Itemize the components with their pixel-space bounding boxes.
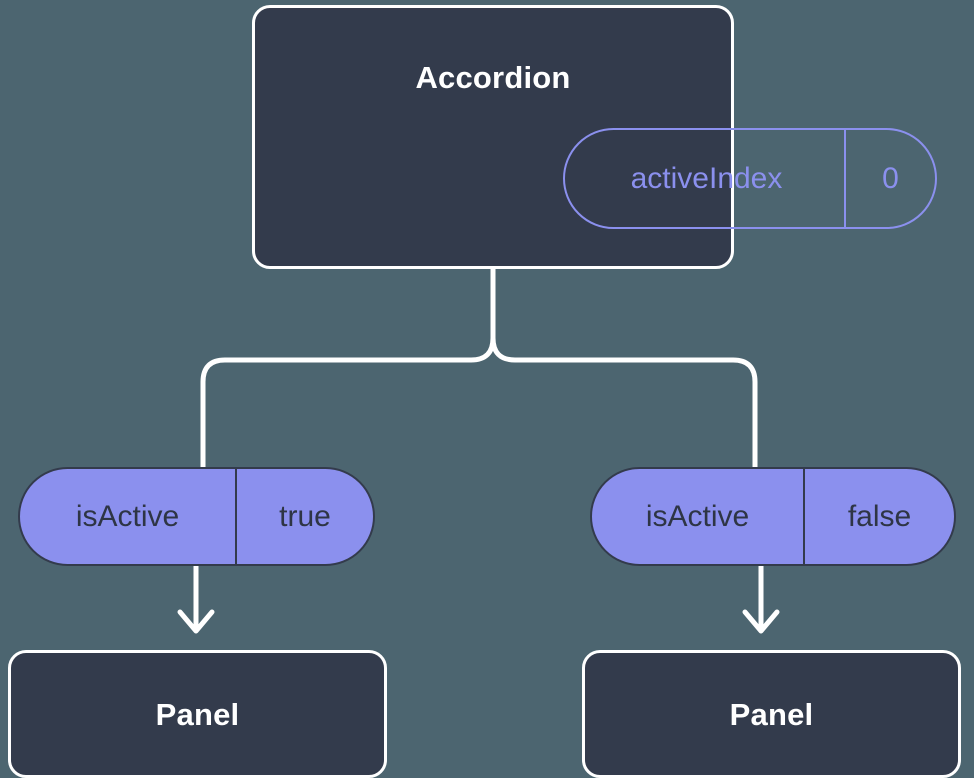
prop-pill-key: isActive — [645, 499, 750, 533]
state-pill-key: activeIndex — [630, 161, 783, 195]
prop-pill-value: false — [803, 469, 954, 564]
panel-node-right[interactable]: Panel — [582, 650, 961, 778]
accordion-node[interactable]: Accordion activeIndex 0 — [252, 5, 937, 269]
prop-pill-key: isActive — [75, 499, 180, 533]
prop-pill-value: true — [235, 469, 373, 564]
panel-node-left[interactable]: Panel — [8, 650, 387, 778]
prop-pill-is-active-false[interactable]: isActive false — [590, 467, 956, 566]
accordion-node-title: Accordion — [415, 60, 571, 95]
panel-node-left-title: Panel — [155, 697, 240, 732]
state-pill-active-index[interactable]: activeIndex 0 — [563, 128, 937, 229]
state-pill-value: 0 — [844, 130, 935, 227]
prop-pill-is-active-true[interactable]: isActive true — [18, 467, 375, 566]
tree-branch-connector — [200, 266, 758, 470]
arrow-left-head-icon — [177, 609, 215, 634]
arrow-right-head-icon — [742, 609, 780, 634]
panel-node-right-title: Panel — [729, 697, 814, 732]
